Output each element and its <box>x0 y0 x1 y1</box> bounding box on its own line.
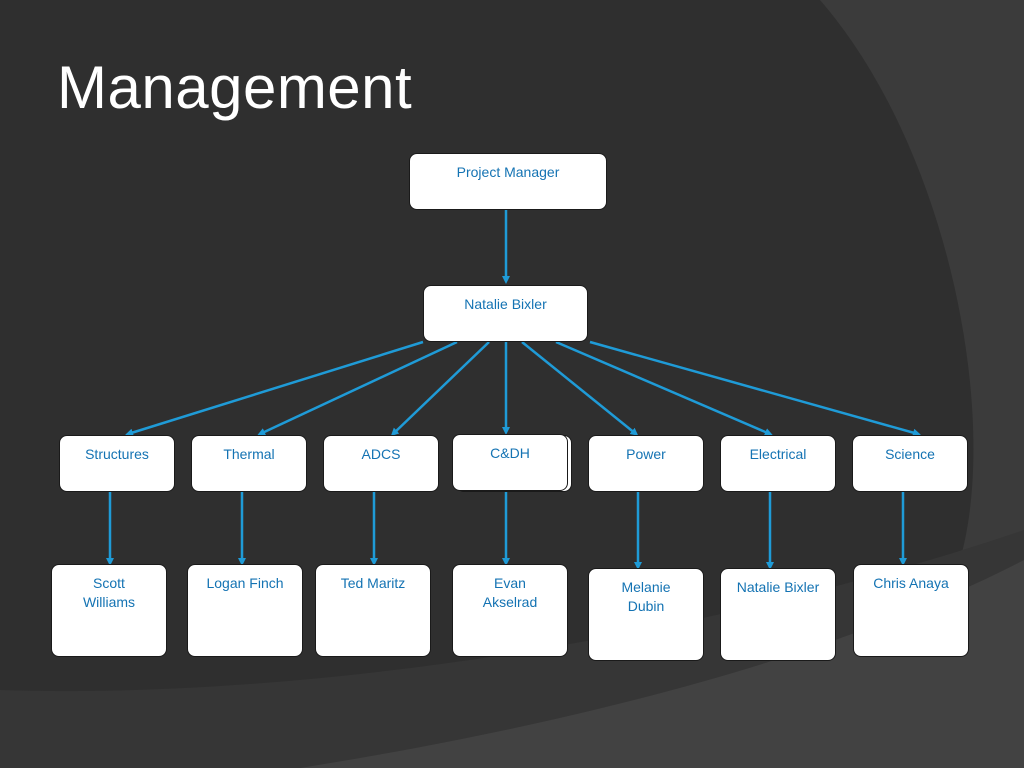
slide-title: Management <box>57 54 413 121</box>
node-label: Natalie Bixler <box>464 296 547 312</box>
node-label: Electrical <box>749 446 807 462</box>
node-label: Evan Akselrad <box>482 575 538 610</box>
node-lead[interactable]: Natalie Bixler <box>423 285 588 342</box>
node-team-electrical[interactable]: Electrical <box>720 435 836 492</box>
node-member-thermal[interactable]: Logan Finch <box>187 564 303 657</box>
node-label: Logan Finch <box>206 575 284 591</box>
node-member-science[interactable]: Chris Anaya <box>853 564 969 657</box>
node-label: Project Manager <box>456 164 560 180</box>
node-team-thermal[interactable]: Thermal <box>191 435 307 492</box>
node-member-cdh[interactable]: Evan Akselrad <box>452 564 568 657</box>
node-label: Thermal <box>223 446 275 462</box>
node-team-cdh[interactable]: C&DH <box>452 434 568 491</box>
node-team-science[interactable]: Science <box>852 435 968 492</box>
node-team-power[interactable]: Power <box>588 435 704 492</box>
node-member-electrical[interactable]: Natalie Bixler <box>720 568 836 661</box>
node-label: Science <box>885 446 935 462</box>
node-label: Chris Anaya <box>873 575 949 591</box>
node-label: Melanie Dubin <box>621 579 671 614</box>
node-label: Scott Williams <box>82 575 136 610</box>
node-label: ADCS <box>361 446 401 462</box>
node-label: Power <box>626 446 666 462</box>
node-member-structures[interactable]: Scott Williams <box>51 564 167 657</box>
node-member-adcs[interactable]: Ted Maritz <box>315 564 431 657</box>
node-label: Natalie Bixler <box>736 579 820 595</box>
node-label: Ted Maritz <box>340 575 406 591</box>
node-team-adcs[interactable]: ADCS <box>323 435 439 492</box>
node-label: C&DH <box>490 445 530 461</box>
node-label: Structures <box>85 446 149 462</box>
node-project-manager[interactable]: Project Manager <box>409 153 607 210</box>
node-member-power[interactable]: Melanie Dubin <box>588 568 704 661</box>
node-team-structures[interactable]: Structures <box>59 435 175 492</box>
